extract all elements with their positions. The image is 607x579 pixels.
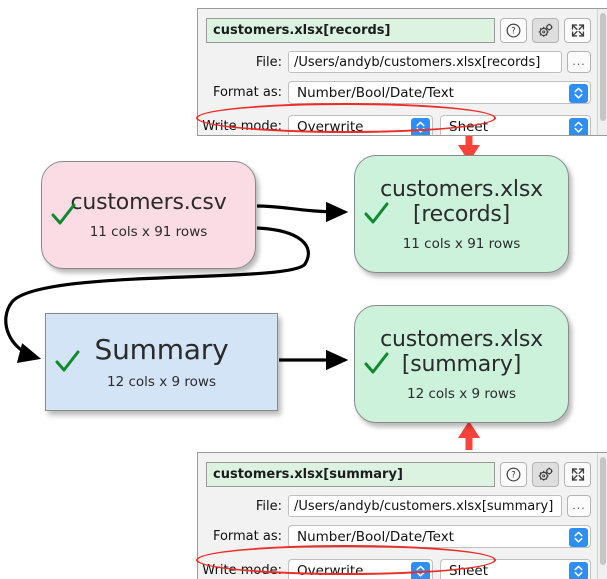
- node-subtitle: 11 cols x 91 rows: [402, 235, 521, 252]
- help-icon: ?: [506, 23, 521, 37]
- write-mode-label: Write mode:: [202, 119, 282, 134]
- file-row: File: /Users/andyb/customers.xlsx[record…: [198, 51, 597, 73]
- svg-text:?: ?: [511, 469, 515, 479]
- help-button[interactable]: ?: [500, 17, 527, 43]
- expand-button[interactable]: [564, 461, 591, 487]
- red-arrow-up: [458, 421, 480, 450]
- settings-button[interactable]: [532, 17, 559, 43]
- node-subtitle: 11 cols x 91 rows: [89, 224, 208, 240]
- green-check-icon: [364, 352, 389, 374]
- chevron-updown-icon[interactable]: [411, 117, 430, 135]
- settings-gears-icon: [538, 23, 553, 37]
- panel-scrollbar-thumb[interactable]: [599, 13, 606, 121]
- sheet-select[interactable]: Sheet: [440, 559, 591, 579]
- green-check-icon: [51, 203, 76, 225]
- sheet-select[interactable]: Sheet: [440, 115, 591, 135]
- format-label: Format as:: [212, 529, 282, 544]
- properties-panel-records: customers.xlsx[records] ?: [197, 8, 607, 136]
- browse-button[interactable]: ...: [567, 51, 591, 73]
- node-customers-csv[interactable]: customers.csv 11 cols x 91 rows: [41, 161, 256, 269]
- write-mode-label: Write mode:: [202, 563, 282, 578]
- file-input[interactable]: /Users/andyb/customers.xlsx[records]: [288, 51, 562, 73]
- node-title: Summary: [94, 333, 229, 366]
- svg-text:?: ?: [511, 25, 515, 35]
- expand-button[interactable]: [564, 17, 591, 43]
- chevron-updown-icon[interactable]: [569, 117, 588, 135]
- node-customers-xlsx-records[interactable]: customers.xlsx[records] 11 cols x 91 row…: [354, 155, 569, 273]
- format-value: Number/Bool/Date/Text: [297, 84, 454, 101]
- panel-title-row: customers.xlsx[summary] ?: [198, 461, 597, 487]
- file-input[interactable]: /Users/andyb/customers.xlsx[summary]: [288, 495, 562, 517]
- write-mode-row: Write mode: Overwrite Sheet: [198, 559, 597, 579]
- node-summary[interactable]: Summary 12 cols x 9 rows: [45, 313, 278, 411]
- settings-button[interactable]: [532, 461, 559, 487]
- chevron-updown-icon[interactable]: [569, 527, 588, 547]
- node-subtitle: 12 cols x 9 rows: [407, 385, 516, 402]
- green-check-icon: [364, 202, 389, 224]
- help-icon: ?: [506, 467, 521, 481]
- file-label: File:: [255, 498, 282, 514]
- panel-scrollbar[interactable]: [597, 9, 607, 135]
- sheet-value: Sheet: [449, 562, 489, 579]
- panel-scrollbar-thumb[interactable]: [599, 457, 606, 565]
- item-name-field[interactable]: customers.xlsx[records]: [206, 17, 495, 43]
- chevron-updown-icon[interactable]: [411, 561, 430, 579]
- panel-scrollbar[interactable]: [597, 453, 607, 579]
- item-name-field[interactable]: customers.xlsx[summary]: [206, 461, 495, 487]
- write-mode-value: Overwrite: [297, 562, 364, 579]
- format-row: Format as: Number/Bool/Date/Text: [198, 525, 597, 548]
- green-check-icon: [55, 350, 80, 372]
- sheet-value: Sheet: [449, 118, 489, 135]
- chevron-updown-icon[interactable]: [569, 83, 588, 103]
- edge-csv-to-records: [256, 201, 349, 223]
- file-row: File: /Users/andyb/customers.xlsx[summar…: [198, 495, 597, 517]
- properties-panel-summary: customers.xlsx[summary] ?: [197, 452, 607, 579]
- chevron-updown-icon[interactable]: [569, 561, 588, 579]
- browse-button[interactable]: ...: [567, 495, 591, 517]
- help-button[interactable]: ?: [500, 461, 527, 487]
- node-title: customers.xlsx[summary]: [380, 326, 543, 377]
- node-title: customers.csv: [70, 190, 227, 215]
- expand-arrows-icon: [571, 23, 584, 37]
- format-select[interactable]: Number/Bool/Date/Text: [288, 525, 591, 548]
- node-title: customers.xlsx[records]: [380, 176, 543, 227]
- settings-gears-icon: [538, 467, 553, 481]
- format-row: Format as: Number/Bool/Date/Text: [198, 81, 597, 104]
- file-label: File:: [255, 54, 282, 70]
- node-subtitle: 12 cols x 9 rows: [107, 374, 216, 390]
- format-value: Number/Bool/Date/Text: [297, 528, 454, 545]
- write-mode-select[interactable]: Overwrite: [288, 559, 433, 579]
- write-mode-row: Write mode: Overwrite Sheet: [198, 115, 597, 135]
- format-select[interactable]: Number/Bool/Date/Text: [288, 81, 591, 104]
- panel-title-row: customers.xlsx[records] ?: [198, 17, 597, 43]
- node-customers-xlsx-summary[interactable]: customers.xlsx[summary] 12 cols x 9 rows: [354, 305, 569, 423]
- write-mode-select[interactable]: Overwrite: [288, 115, 433, 135]
- format-label: Format as:: [212, 85, 282, 100]
- expand-arrows-icon: [571, 467, 584, 481]
- write-mode-value: Overwrite: [297, 118, 364, 135]
